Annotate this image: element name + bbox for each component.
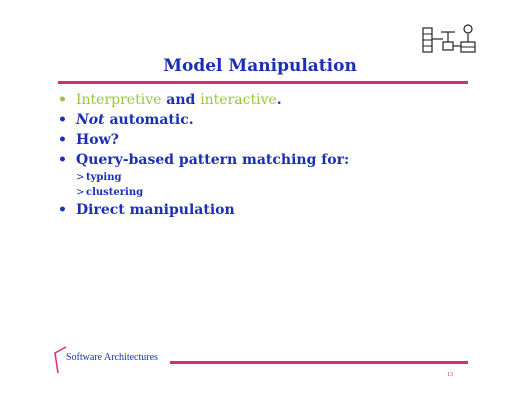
- bullet-text-how: How?: [76, 132, 119, 148]
- architecture-diagram-logo: [422, 24, 476, 53]
- page-number: 13: [447, 372, 453, 378]
- bullet-item: • How?: [58, 130, 478, 150]
- bullet-marker: •: [58, 152, 67, 168]
- bullet-text-and: and: [166, 92, 196, 108]
- bullet-marker: •: [58, 202, 67, 218]
- bullet-text-period: .: [276, 92, 282, 108]
- bullet-item: • Direct manipulation: [58, 200, 478, 220]
- bullet-text-direct: Direct manipulation: [76, 202, 235, 218]
- bullet-list: • Interpretive and interactive. • Not au…: [58, 90, 478, 220]
- bullet-marker: •: [58, 92, 67, 108]
- bullet-item: • Interpretive and interactive.: [58, 90, 478, 110]
- sub-bullet-item: > clustering: [58, 185, 478, 200]
- sub-bullet-marker: >: [76, 187, 85, 198]
- sub-bullet-text-clustering: clustering: [86, 187, 144, 198]
- bullet-marker: •: [58, 112, 67, 128]
- footer-bracket: [54, 346, 67, 374]
- title-divider: [58, 81, 468, 84]
- bullet-item: • Query-based pattern matching for:: [58, 150, 478, 170]
- footer-divider: [170, 361, 468, 364]
- bullet-marker: •: [58, 132, 67, 148]
- bullet-text-interpretive: Interpretive: [76, 92, 162, 108]
- sub-bullet-marker: >: [76, 172, 85, 183]
- sub-bullet-text-typing: typing: [86, 172, 122, 183]
- bullet-text-not: Not: [76, 112, 105, 128]
- bullet-item: • Not automatic.: [58, 110, 478, 130]
- sub-bullet-item: > typing: [58, 170, 478, 185]
- footer-label: Software Architectures: [66, 352, 158, 363]
- bullet-text-interactive: interactive: [200, 92, 277, 108]
- slide-title: Model Manipulation: [163, 56, 357, 76]
- bullet-text-automatic: automatic.: [109, 112, 194, 128]
- bullet-text-query: Query-based pattern matching for:: [76, 152, 350, 168]
